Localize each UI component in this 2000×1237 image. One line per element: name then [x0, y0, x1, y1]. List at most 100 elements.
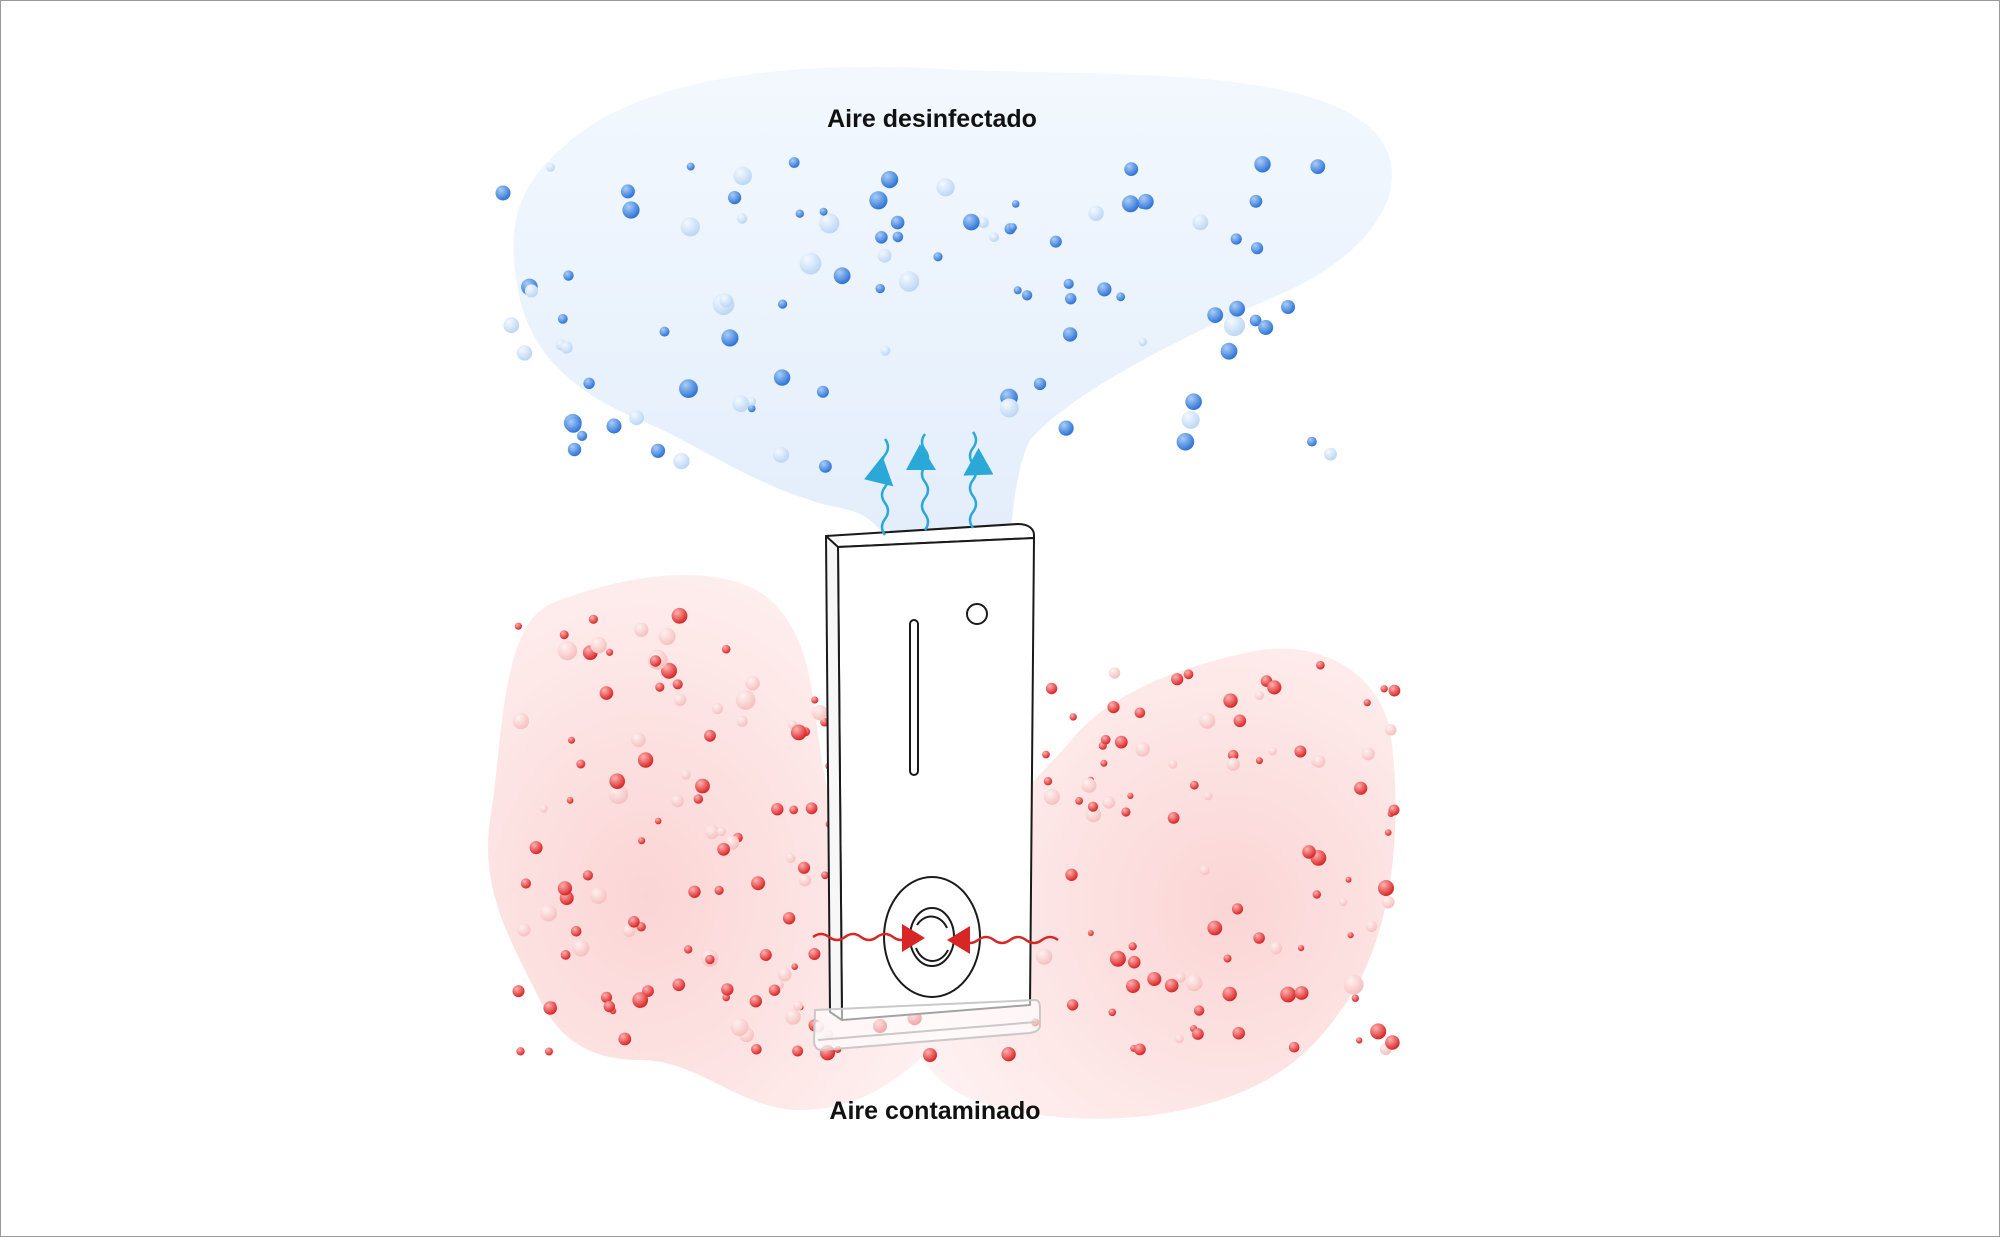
contaminated-air-particle	[1108, 1008, 1117, 1017]
contaminated-air-particle	[572, 939, 590, 957]
clean-air-particle	[732, 395, 749, 413]
clean-air-particle	[890, 215, 905, 230]
clean-air-particle	[833, 267, 851, 285]
contaminated-air-particle	[1370, 1023, 1387, 1040]
contaminated-air-particle	[1128, 942, 1137, 951]
contaminated-air-particle	[771, 803, 784, 816]
clean-air-particle	[772, 446, 790, 463]
wavy-up-arrow-icon	[963, 431, 994, 529]
clean-air-particle	[1181, 410, 1200, 429]
contaminated-air-cloud-left	[488, 575, 940, 1110]
clean-air-particle	[719, 293, 733, 308]
contaminated-air-particle	[792, 1045, 804, 1057]
contaminated-air-particle	[680, 770, 691, 780]
clean-air-particle	[1008, 223, 1017, 232]
clean-air-particle	[1281, 300, 1295, 314]
contaminated-air-particle	[599, 686, 614, 700]
clean-air-particle	[606, 418, 622, 434]
contaminated-air-particle	[1298, 945, 1305, 952]
contaminated-air-particle	[1222, 986, 1237, 1002]
contaminated-air-particle	[634, 622, 649, 637]
contaminated-air-particle	[590, 887, 607, 904]
device-slot	[909, 619, 919, 776]
contaminated-air-particle	[1356, 1037, 1363, 1044]
contaminated-air-particle	[590, 636, 607, 654]
clean-air-particle	[1254, 156, 1271, 173]
contaminated-air-particle	[1069, 713, 1077, 721]
contaminated-air-particle	[637, 752, 654, 768]
contaminated-air-particle	[512, 712, 530, 730]
contaminated-air-particle	[559, 630, 569, 640]
contaminated-air-particle	[745, 676, 760, 691]
clean-air-particle	[795, 209, 804, 218]
contaminated-air-particle	[606, 648, 614, 656]
clean-air-particle	[1122, 195, 1139, 213]
clean-air-particle	[898, 271, 920, 292]
clean-air-particle	[788, 157, 800, 168]
clean-air-particle	[1062, 327, 1078, 342]
clean-air-particle	[516, 345, 533, 361]
contaminated-air-particle	[609, 773, 625, 789]
contaminated-air-particle	[1380, 685, 1388, 693]
contaminated-air-particle	[1378, 880, 1394, 896]
contaminated-air-particle	[736, 715, 748, 727]
clean-air-particle	[567, 442, 582, 457]
contaminated-air-particle	[1100, 734, 1111, 745]
clean-air-particle	[1176, 433, 1195, 451]
clean-air-particle	[495, 185, 511, 201]
clean-air-particle	[936, 178, 955, 197]
clean-air-particles	[495, 156, 1337, 473]
clean-air-particle	[560, 341, 573, 354]
contaminated-air-particle	[1268, 747, 1277, 756]
clean-air-particle	[748, 404, 756, 413]
clean-air-particle	[819, 213, 840, 234]
contaminated-air-particle	[539, 804, 548, 813]
contaminated-air-particle	[655, 682, 665, 692]
clean-air-particle	[577, 430, 588, 441]
clean-air-particle	[1049, 235, 1062, 248]
clean-air-cloud	[513, 66, 1392, 541]
contaminated-air-particle	[628, 916, 640, 928]
contaminated-air-particle	[1365, 920, 1378, 932]
contaminated-air-particle	[714, 885, 724, 896]
contaminated-air-particle	[1351, 994, 1360, 1002]
contaminated-air-particle	[1227, 749, 1239, 761]
clean-air-particle	[933, 252, 943, 262]
contaminated-air-particle	[1347, 932, 1354, 939]
contaminated-air-particle	[1134, 707, 1146, 719]
contaminated-air-particle	[1127, 955, 1141, 969]
contaminated-air-particle	[1312, 755, 1326, 768]
clean-air-particle	[1013, 286, 1022, 295]
contaminated-air-particle	[805, 802, 818, 815]
clean-air-particle	[1230, 233, 1242, 245]
contaminated-air-particle	[1087, 801, 1099, 812]
clean-air-particle	[728, 191, 742, 205]
contaminated-air-particle	[1121, 807, 1131, 817]
contaminated-air-particle	[545, 1047, 553, 1056]
contaminated-air-particle	[543, 1001, 557, 1015]
contaminated-air-particle	[704, 824, 720, 840]
contaminated-air-particle	[1147, 972, 1162, 986]
clean-air-particle	[1310, 159, 1326, 175]
clean-air-particle	[650, 443, 666, 458]
clean-air-particle	[1033, 377, 1047, 391]
clean-air-particle	[622, 201, 640, 219]
contaminated-air-particle	[1388, 684, 1401, 697]
contaminated-air-particle	[1354, 781, 1368, 795]
contaminated-air-particle	[512, 985, 525, 998]
clean-air-particle	[747, 397, 757, 406]
clean-air-particle	[1207, 307, 1224, 323]
clean-air-particle	[869, 191, 888, 210]
clean-air-particle	[877, 248, 892, 263]
contaminated-air-particle	[514, 622, 523, 630]
clean-air-particle	[1124, 162, 1139, 177]
clean-air-particle	[557, 314, 568, 324]
clean-air-particle	[1138, 337, 1148, 347]
contaminated-air-particle	[557, 881, 573, 896]
device-power-button[interactable]	[966, 603, 988, 625]
contaminated-air-particle	[782, 912, 796, 925]
clean-air-particle	[565, 417, 582, 433]
clean-air-particle	[737, 213, 748, 224]
contaminated-air-particle	[716, 827, 727, 837]
contaminated-air-particle	[1203, 791, 1213, 801]
